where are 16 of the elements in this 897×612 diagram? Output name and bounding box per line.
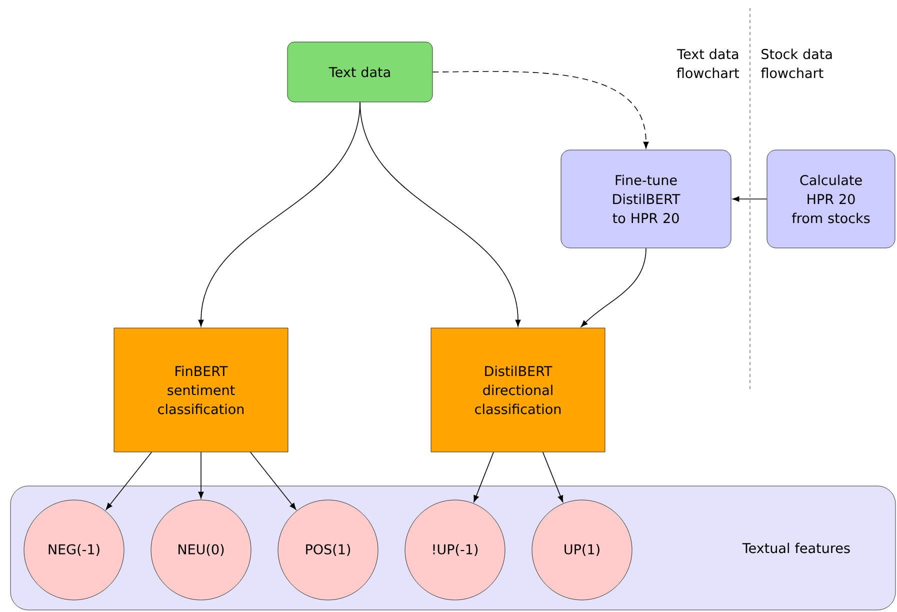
classifier-box: DistilBERT directional classification [430, 328, 606, 452]
arrow [198, 452, 204, 499]
arrow [106, 452, 152, 510]
arrow [580, 248, 646, 328]
arrow [432, 71, 649, 149]
arrow [542, 452, 564, 502]
process-box: Text data [287, 42, 433, 102]
section-label: Text data flowchart [676, 48, 739, 78]
section-label: Stock data flowchart [761, 48, 832, 78]
process-box: Calculate HPR 20 from stocks [766, 150, 896, 248]
arrow [732, 196, 768, 202]
arrow [250, 452, 296, 510]
process-box: Fine-tune DistilBERT to HPR 20 [560, 150, 732, 248]
arrow [360, 102, 521, 327]
arrow [474, 452, 494, 502]
classifier-box: FinBERT sentiment classification [114, 328, 288, 452]
